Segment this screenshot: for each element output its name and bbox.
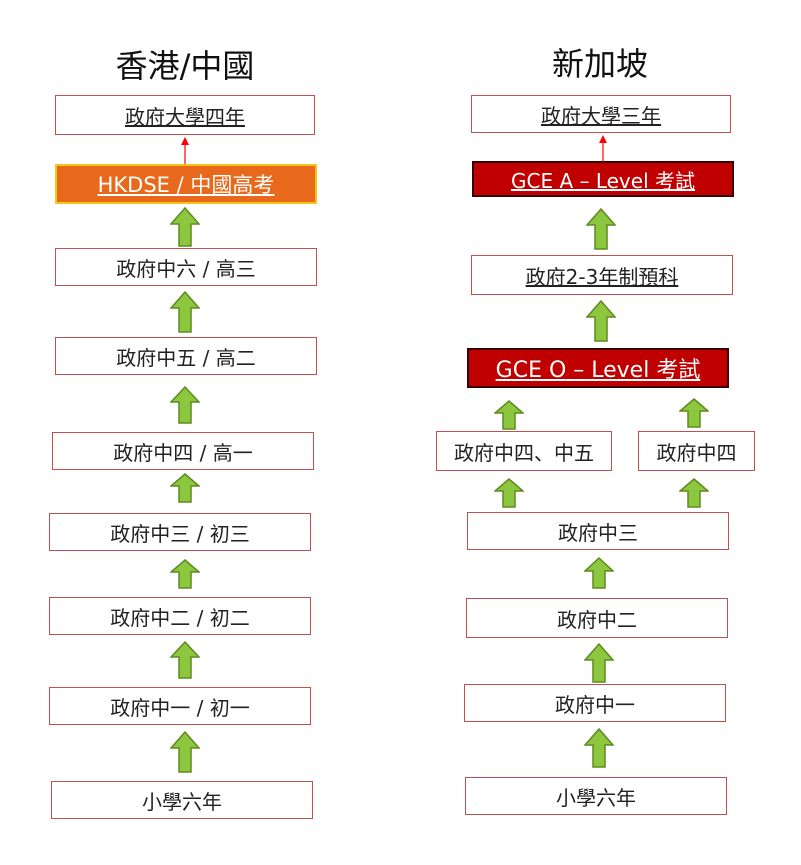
hk-f4-box: 政府中四 / 高一: [52, 432, 314, 470]
sg-red-arrow-icon: [599, 135, 607, 162]
hkdse-exam-label: HKDSE / 中國高考: [97, 173, 275, 197]
hk-arrow-1-icon: [170, 207, 200, 247]
sg-arrow-4b-icon: [679, 478, 709, 508]
o-level-exam-box: GCE O – Level 考試: [467, 348, 729, 388]
sg-s4s5-label: 政府中四、中五: [454, 440, 594, 465]
hk-f1-box: 政府中一 / 初一: [49, 687, 311, 725]
hk-china-title: 香港/中國: [115, 47, 255, 85]
sg-university-label: 政府大學三年: [541, 103, 661, 128]
singapore-title: 新加坡: [551, 45, 648, 83]
sg-s4-label: 政府中四: [656, 440, 737, 465]
sg-arrow-7-icon: [584, 728, 614, 768]
hk-f3-label: 政府中三 / 初三: [110, 521, 250, 546]
hk-f2-label: 政府中二 / 初二: [110, 605, 250, 630]
sg-primary-label: 小學六年: [556, 785, 636, 810]
hk-primary-box: 小學六年: [51, 781, 313, 819]
sg-arrow-6-icon: [584, 643, 614, 683]
hk-arrow-2-icon: [170, 291, 200, 333]
hk-arrow-3-icon: [170, 386, 200, 424]
hk-university-label: 政府大學四年: [125, 104, 245, 129]
sg-arrow-3a-icon: [494, 400, 524, 430]
sg-s1-box: 政府中一: [464, 684, 726, 722]
sg-s3-box: 政府中三: [467, 512, 729, 550]
hk-red-arrow-icon: [181, 137, 189, 164]
sg-s4-box: 政府中四: [638, 431, 755, 471]
hk-f1-label: 政府中一 / 初一: [110, 695, 250, 720]
hk-primary-label: 小學六年: [142, 789, 222, 814]
sg-arrow-5-icon: [584, 557, 614, 589]
a-level-exam-box: GCE A – Level 考試: [472, 161, 734, 197]
hk-arrow-7-icon: [170, 731, 200, 773]
sg-arrow-2-icon: [586, 300, 616, 342]
hk-f2-box: 政府中二 / 初二: [49, 597, 311, 635]
sg-university-box: 政府大學三年: [471, 95, 731, 133]
sg-prep-box: 政府2-3年制預科: [471, 255, 733, 295]
hk-arrow-5-icon: [170, 559, 200, 589]
hk-university-box: 政府大學四年: [55, 95, 315, 135]
hk-f5-box: 政府中五 / 高二: [55, 337, 317, 375]
sg-s2-label: 政府中二: [557, 607, 637, 632]
o-level-exam-label: GCE O – Level 考試: [495, 358, 701, 383]
sg-arrow-1-icon: [586, 208, 616, 250]
sg-s1-label: 政府中一: [555, 692, 635, 717]
hkdse-exam-box: HKDSE / 中國高考: [55, 164, 317, 204]
sg-arrow-3b-icon: [679, 398, 709, 428]
hk-arrow-4-icon: [170, 473, 200, 503]
sg-primary-box: 小學六年: [465, 777, 727, 815]
hk-f5-label: 政府中五 / 高二: [116, 345, 256, 370]
a-level-exam-label: GCE A – Level 考試: [510, 168, 695, 193]
sg-prep-label: 政府2-3年制預科: [525, 264, 679, 289]
hk-arrow-6-icon: [170, 641, 200, 679]
hk-f3-box: 政府中三 / 初三: [49, 513, 311, 551]
hk-f6-label: 政府中六 / 高三: [116, 256, 256, 281]
sg-arrow-4a-icon: [494, 478, 524, 508]
sg-s3-label: 政府中三: [558, 520, 638, 545]
hk-f6-box: 政府中六 / 高三: [55, 248, 317, 286]
sg-s4s5-box: 政府中四、中五: [436, 431, 612, 471]
sg-s2-box: 政府中二: [466, 598, 728, 638]
hk-f4-label: 政府中四 / 高一: [113, 440, 253, 465]
